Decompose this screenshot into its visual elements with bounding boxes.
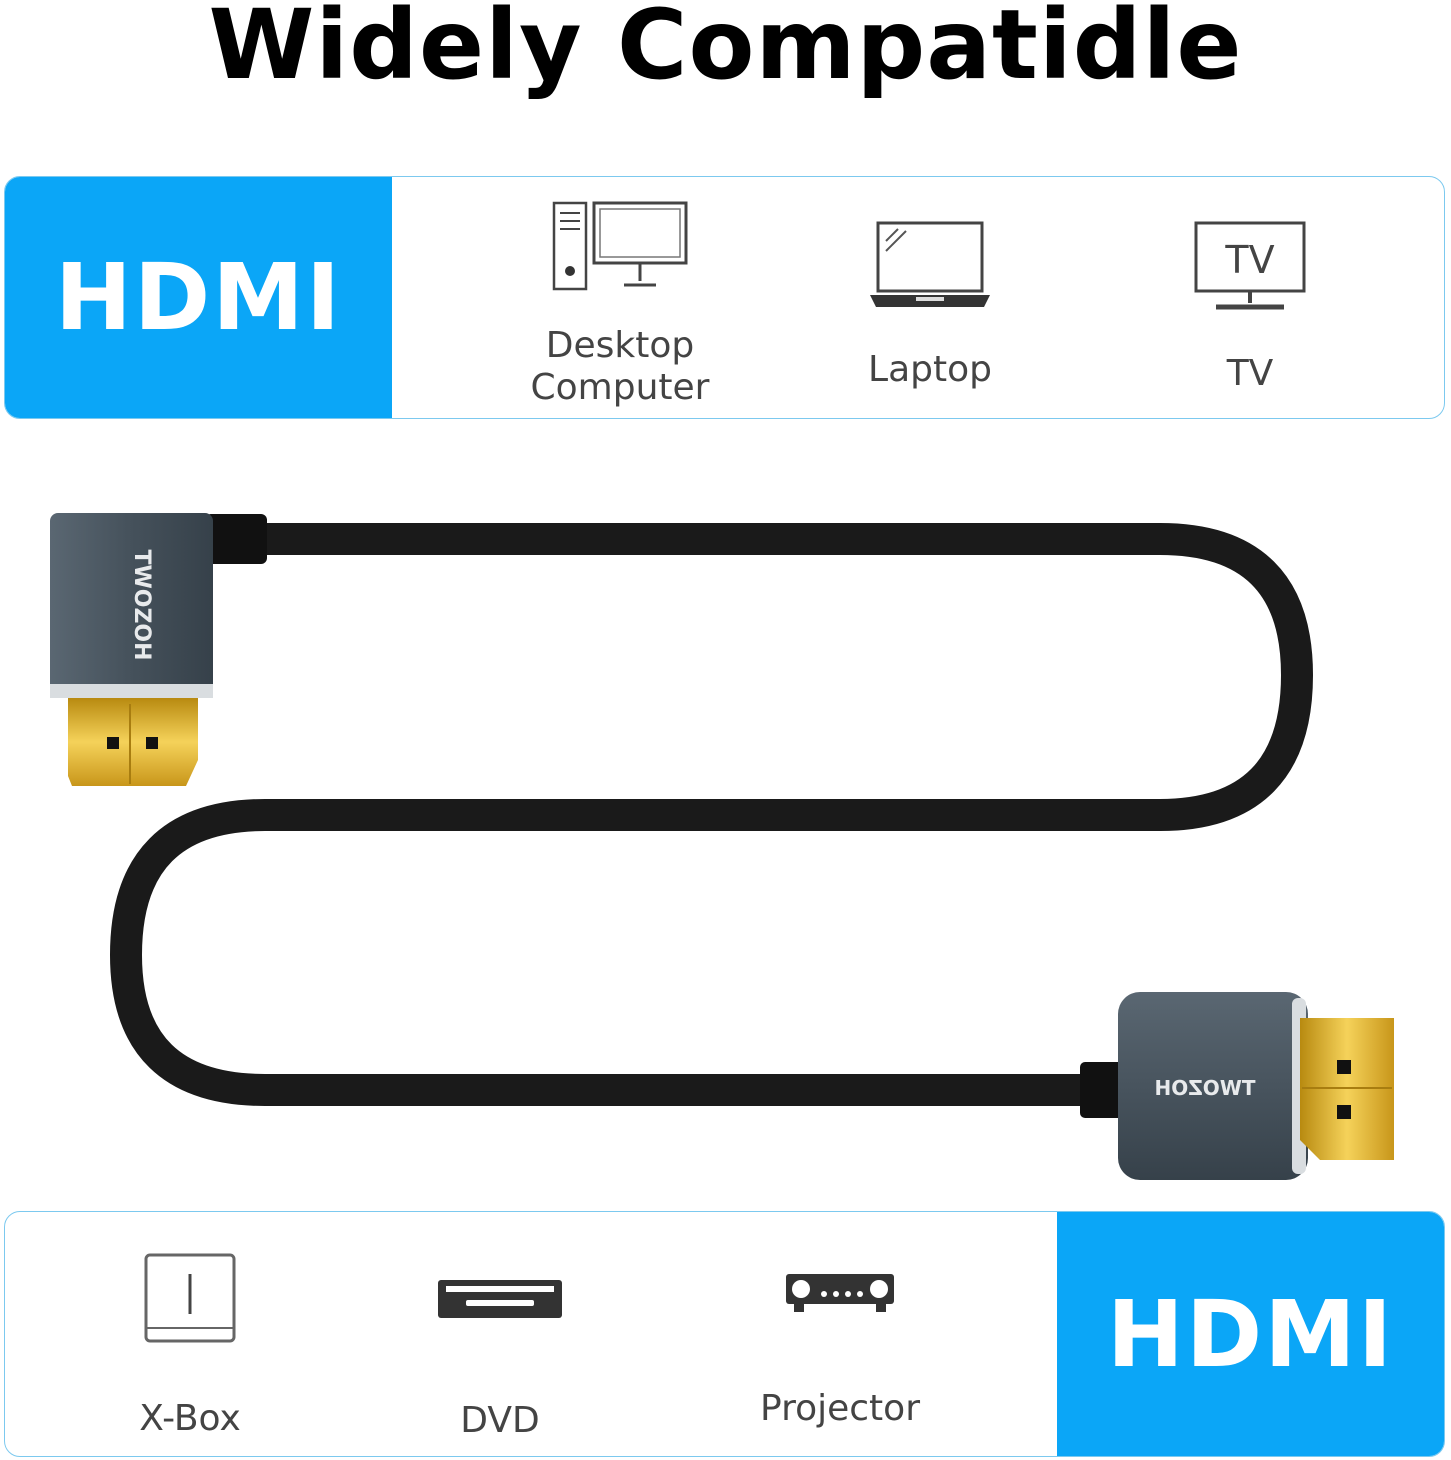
tv-icon: TV (1194, 221, 1306, 310)
hdmi-badge-bottom: HDMI (1057, 1212, 1444, 1456)
projector-icon (786, 1274, 894, 1312)
xbox-icon (144, 1253, 236, 1343)
left-connector-brand: TWOZOH (129, 549, 154, 660)
desktop-computer-icon (552, 201, 688, 291)
device-label-tv: TV (1226, 353, 1274, 394)
bottom-compatibility-panel: HDMI X-Box DVD Projector (4, 1211, 1445, 1457)
left-connector-gold-plug (68, 698, 198, 786)
device-label-projector: Projector (760, 1388, 920, 1429)
tv-icon-text: TV (1224, 238, 1274, 282)
page-title: Widely Compatidle (208, 0, 1243, 101)
device-label-laptop: Laptop (868, 349, 992, 390)
laptop-icon (870, 221, 990, 307)
right-connector-brand: TWOZOH (1155, 1076, 1256, 1100)
hdmi-cable-illustration: TWOZOH TWOZOH (0, 440, 1451, 1210)
device-label-xbox: X-Box (139, 1398, 241, 1439)
hdmi-badge-top: HDMI (5, 177, 392, 418)
left-connector-strain-relief (205, 514, 267, 564)
device-desktop-computer: Desktop Computer (505, 199, 735, 409)
device-label-desktop-line2: Computer (530, 367, 710, 408)
left-connector-housing (50, 513, 213, 698)
top-compatibility-panel: HDMI Desktop Computer Laptop TV (4, 176, 1445, 419)
device-dvd: DVD (405, 1276, 595, 1442)
device-tv: TV TV (1155, 219, 1345, 395)
device-label-dvd: DVD (460, 1400, 540, 1441)
right-connector-strain-relief (1080, 1062, 1128, 1118)
dvd-player-icon (438, 1280, 562, 1318)
device-projector: Projector (745, 1270, 935, 1430)
device-laptop: Laptop (835, 219, 1025, 391)
device-xbox: X-Box (95, 1252, 285, 1440)
right-connector-housing (1118, 992, 1308, 1180)
device-label-desktop-line1: Desktop (545, 325, 695, 366)
cable-wire (109, 523, 1314, 1106)
